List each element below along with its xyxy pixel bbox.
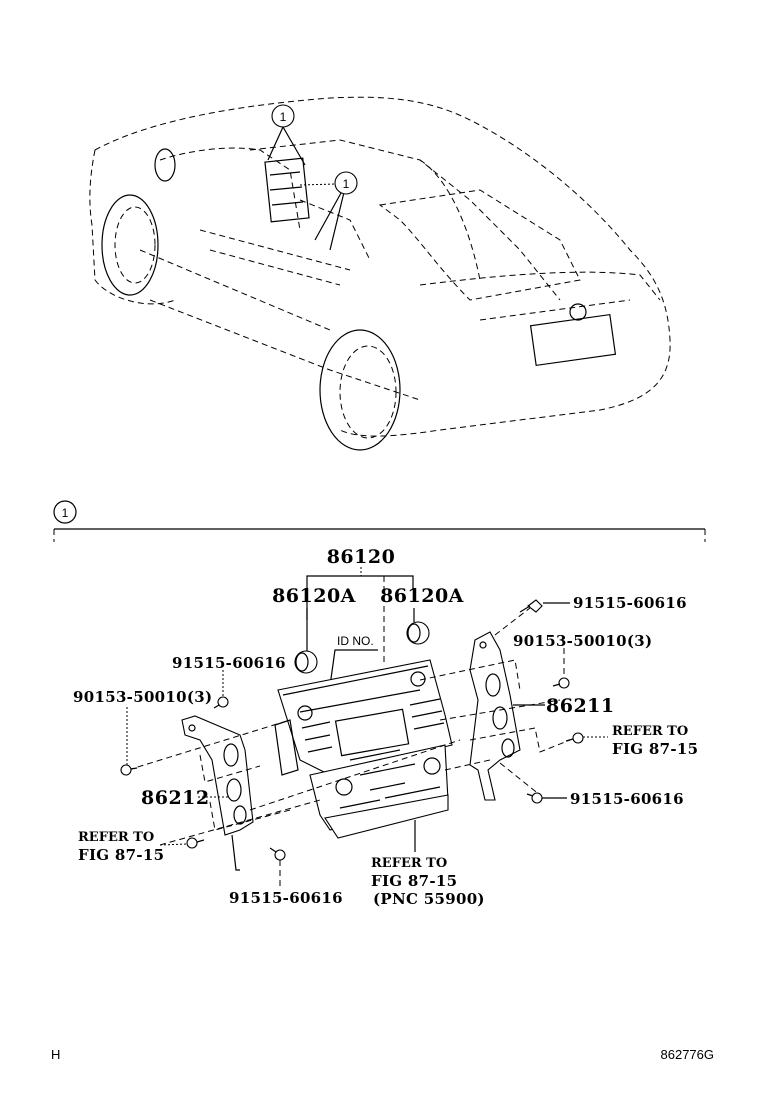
knob-left — [294, 650, 318, 674]
part-label-86212[interactable]: 86212 — [141, 787, 210, 809]
id-no-label: ID NO. — [337, 634, 374, 648]
part-label-91515-60616-bottom-left[interactable]: 91515-60616 — [229, 889, 343, 907]
refer-left-line1[interactable]: REFER TO — [78, 830, 154, 845]
bolt-90153-right[interactable] — [552, 677, 570, 689]
bolt-90153-left[interactable] — [120, 764, 138, 776]
bracket-86211 — [469, 631, 521, 801]
refer-center-line1[interactable]: REFER TO — [371, 856, 447, 871]
section-marker: 1 — [53, 500, 77, 524]
part-label-90153-50010-left[interactable]: 90153-50010(3) — [73, 688, 212, 706]
screw-91515-top-left[interactable] — [213, 696, 229, 709]
part-label-91515-60616-top-left[interactable]: 91515-60616 — [172, 654, 286, 672]
screw-refer-right[interactable] — [565, 732, 584, 744]
refer-center-line2[interactable]: FIG 87-15 — [371, 872, 457, 890]
knob-right — [406, 621, 430, 645]
footer-code-left: H — [51, 1047, 60, 1062]
callout-1-side[interactable]: 1 — [334, 171, 358, 195]
part-label-86120[interactable]: 86120 — [327, 546, 396, 568]
section-bracket — [53, 528, 706, 542]
refer-left-line2[interactable]: FIG 87-15 — [78, 846, 164, 864]
callout-1-top-label: 1 — [280, 110, 287, 124]
part-label-86211[interactable]: 86211 — [546, 695, 615, 717]
part-label-90153-50010-right[interactable]: 90153-50010(3) — [513, 632, 652, 650]
footer-figure-id: 862776G — [661, 1047, 715, 1062]
bracket-86212 — [181, 715, 254, 871]
screw-refer-left[interactable] — [186, 837, 205, 849]
refer-right-line1[interactable]: REFER TO — [612, 724, 688, 739]
part-label-86120a-right[interactable]: 86120A — [380, 585, 464, 607]
screw-91515-top-right[interactable] — [519, 599, 543, 613]
part-label-86120a-left[interactable]: 86120A — [272, 585, 356, 607]
part-label-91515-60616-top-right[interactable]: 91515-60616 — [573, 594, 687, 612]
callout-1-top[interactable]: 1 — [271, 104, 295, 128]
section-marker-label: 1 — [62, 506, 69, 520]
callout-1-side-label: 1 — [343, 177, 350, 191]
refer-right-line2[interactable]: FIG 87-15 — [612, 740, 698, 758]
car-overview-illustration — [89, 96, 671, 451]
part-label-91515-60616-bottom-right[interactable]: 91515-60616 — [570, 790, 684, 808]
screw-91515-bottom-left[interactable] — [269, 847, 286, 861]
audio-panel-unit — [274, 659, 453, 839]
screw-91515-bottom-right[interactable] — [526, 792, 543, 804]
refer-center-line3[interactable]: (PNC 55900) — [373, 890, 485, 908]
